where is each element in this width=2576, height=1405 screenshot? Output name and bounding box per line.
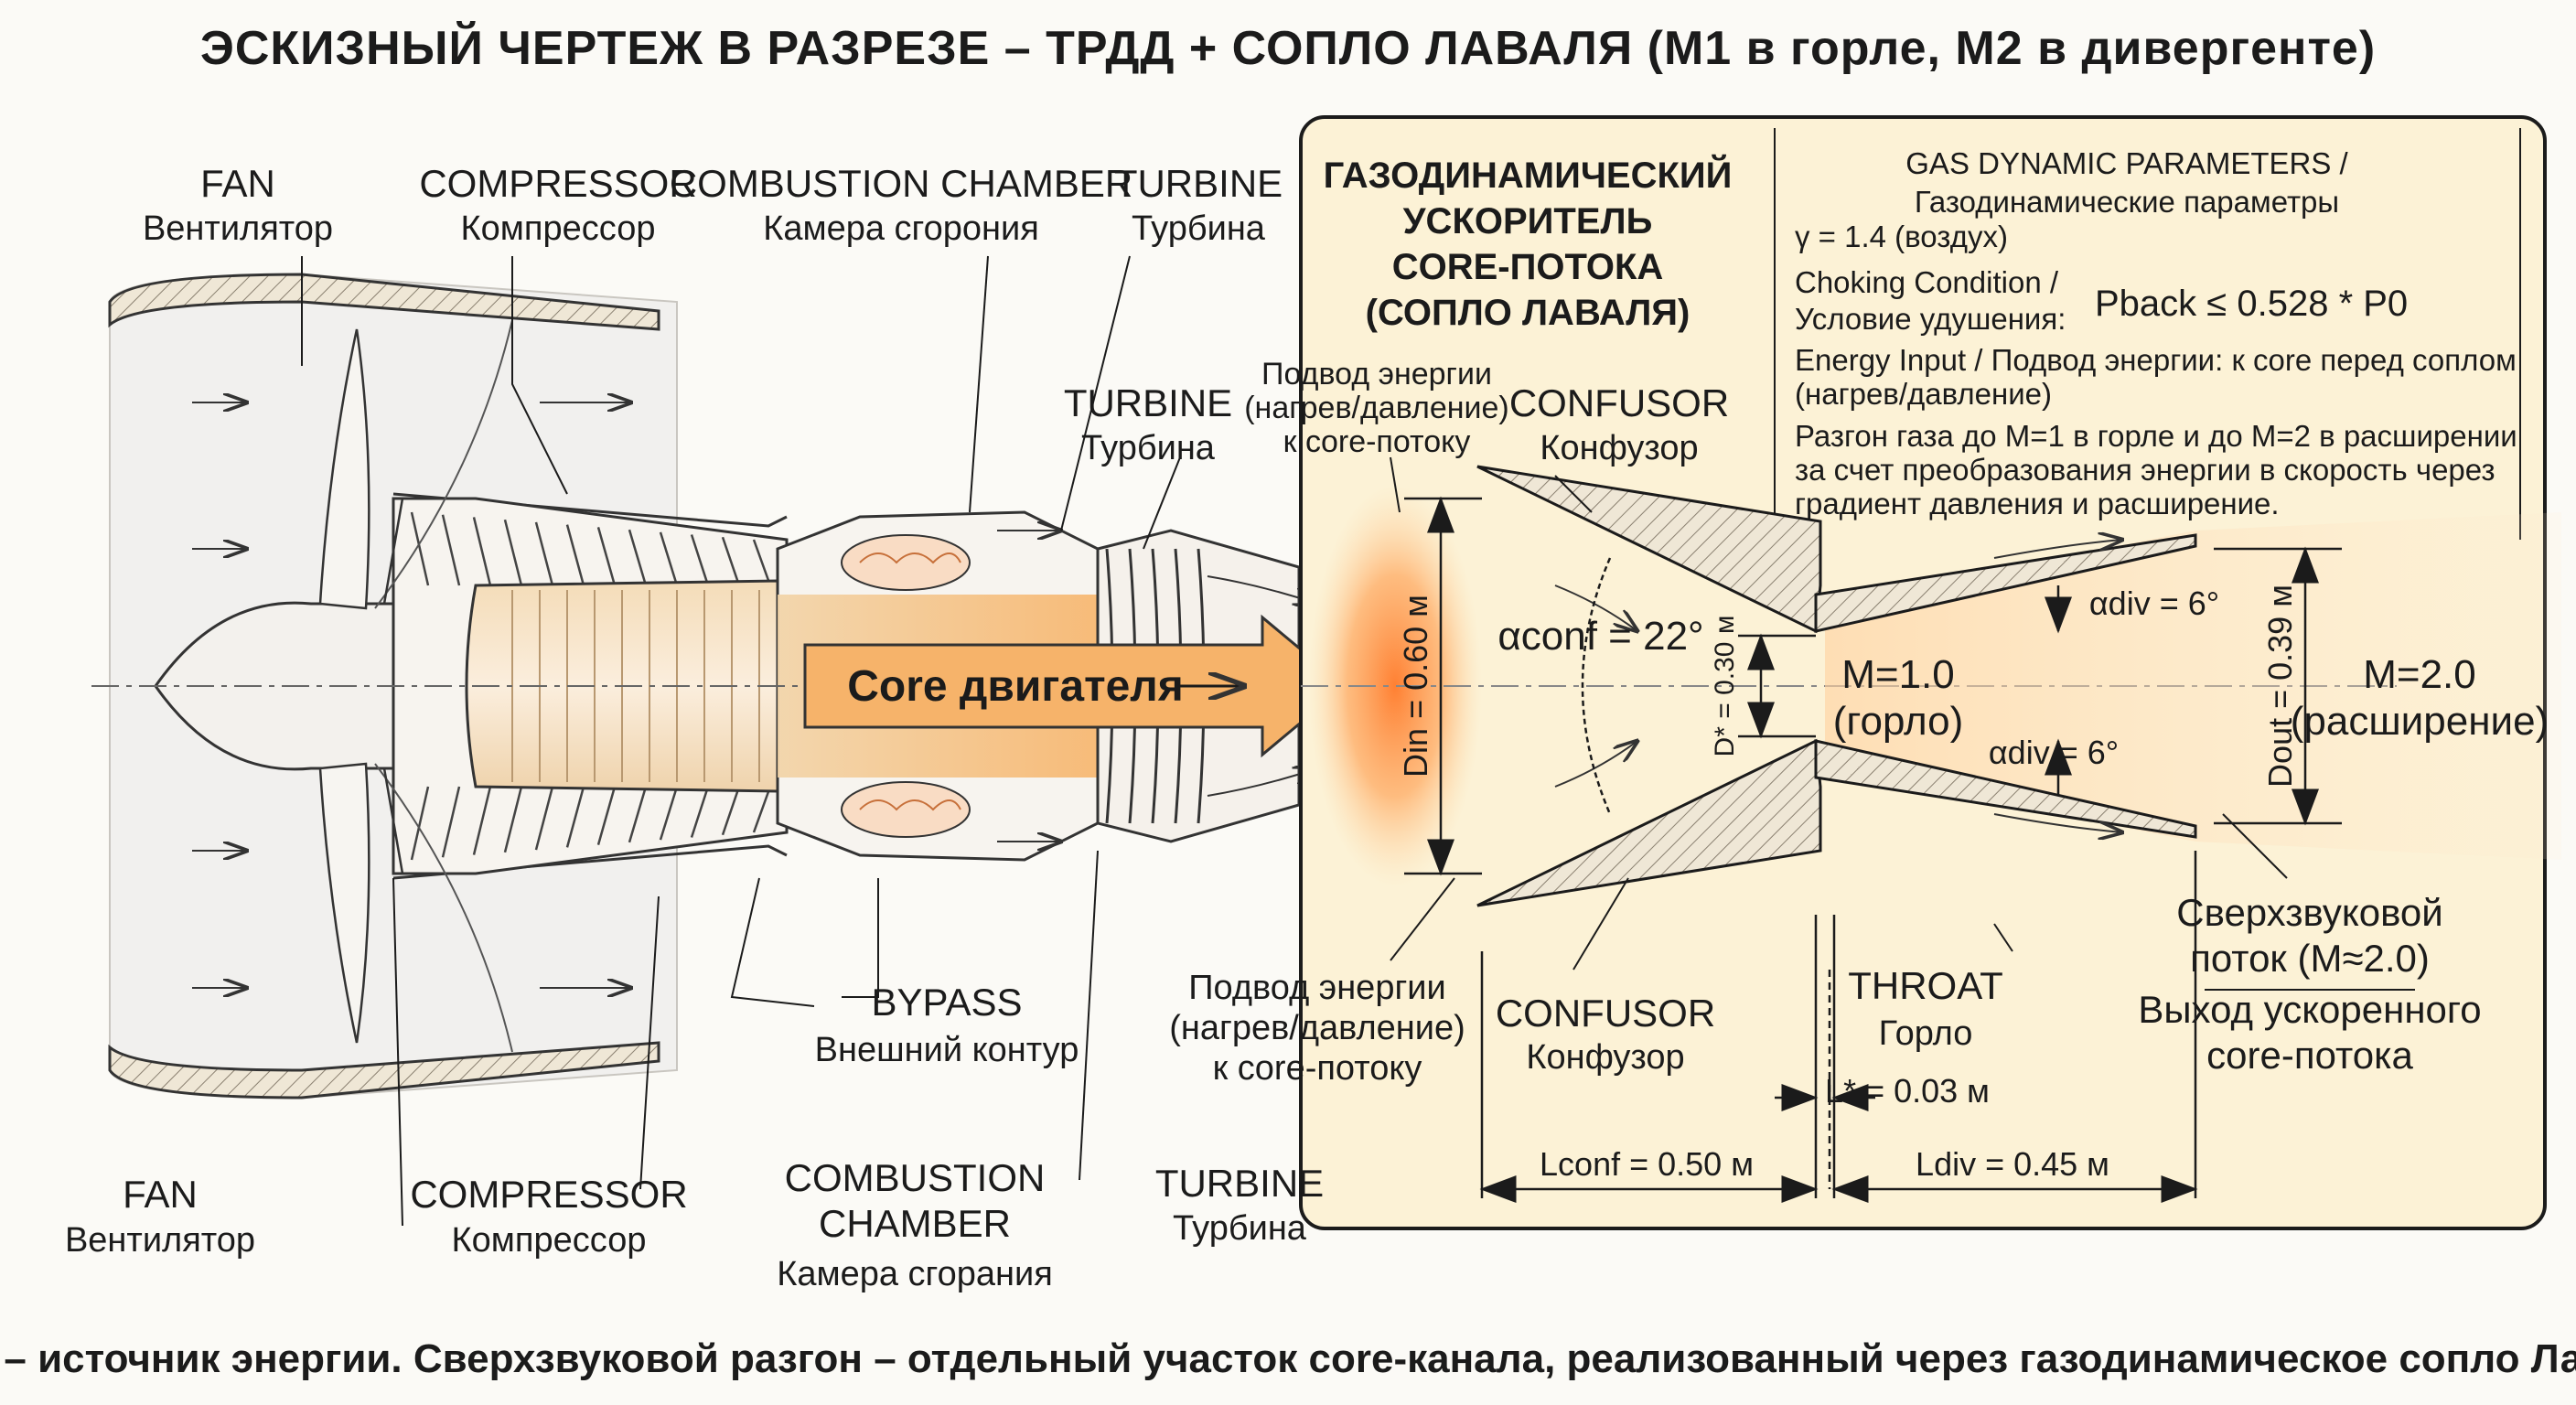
label-confusor-top-ru: Конфузор [1540, 429, 1698, 467]
param-energy-1: Energy Input / Подвод энергии: к core пе… [1795, 343, 2517, 377]
dim-d-star: D* = 0.30 м [1710, 616, 1740, 757]
label-compressor-bottom-ru: Компрессор [452, 1221, 647, 1260]
label-turbine-mid: TURBINE [1064, 381, 1232, 424]
laval-nozzle [1476, 465, 2561, 907]
label-compressor-top-ru: Компрессор [461, 209, 656, 248]
nozzle-heading-1: ГАЗОДИНАМИЧЕСКИЙ [1324, 154, 1733, 196]
label-combustion-bottom-ru: Камера сгорания [777, 1255, 1053, 1293]
label-bypass: BYPASS [872, 981, 1023, 1024]
confusor-wall-top [1476, 465, 1822, 634]
nozzle-heading-3: CORE-ПОТОКА [1392, 247, 1664, 287]
label-confusor-top: CONFUSOR [1509, 381, 1729, 424]
alpha-div-bottom: αdiv = 6° [1989, 734, 2119, 771]
label-confusor-bottom: CONFUSOR [1496, 992, 1715, 1035]
label-compressor-bottom: COMPRESSOR [410, 1173, 687, 1216]
label-turbine-top: TURBINE [1114, 162, 1283, 205]
supersonic-2: поток (M≈2.0) [2190, 937, 2430, 980]
turbofan-engine: Core двигателя [91, 273, 2397, 1099]
param-choking-formula: Pback ≤ 0.528 * P0 [2095, 284, 2408, 324]
param-desc-3: градиент давления и расширение. [1795, 487, 2280, 520]
mach-exit: M=2.0 [2363, 652, 2476, 697]
fan-blade-top [318, 328, 370, 610]
label-energy-bottom-2: (нагрев/давление) [1169, 1009, 1465, 1047]
param-gamma: γ = 1.4 (воздух) [1795, 220, 2008, 253]
label-turbine-bottom: TURBINE [1155, 1162, 1324, 1205]
label-fan-top: FAN [200, 162, 275, 205]
dim-d-in: Din = 0.60 м [1397, 595, 1434, 778]
label-fan-bottom: FAN [123, 1173, 198, 1216]
label-energy-top-2: (нагрев/давление) [1244, 391, 1509, 425]
label-throat-ru: Горло [1879, 1014, 1973, 1053]
alpha-div-top: αdiv = 6° [2089, 585, 2219, 622]
label-combustion-top: COMBUSTION CHAMBER [670, 162, 1132, 205]
dim-d-out: Dout = 0.39 м [2261, 585, 2299, 788]
core-label: Core двигателя [847, 662, 1184, 711]
supersonic-4: core-потока [2206, 1034, 2413, 1077]
fan-blade-bottom [318, 762, 370, 1044]
supersonic-3: Выход ускоренного [2138, 988, 2481, 1031]
divergent-wall-top [1814, 533, 2197, 633]
label-energy-bottom-1: Подвод энергии [1188, 969, 1446, 1007]
page-title: ЭСКИЗНЫЙ ЧЕРТЕЖ В РАЗРЕЗЕ – ТРДД + СОПЛО… [200, 21, 2376, 75]
nacelle-bottom [108, 1041, 660, 1099]
leader-lines [301, 255, 2288, 1227]
mach-throat: M=1.0 [1841, 652, 1955, 697]
label-turbine-mid-ru: Турбина [1081, 429, 1216, 467]
supersonic-1: Сверхзвуковой [2176, 891, 2442, 934]
label-energy-top-3: к core-потоку [1283, 424, 1471, 459]
flame-bottom [841, 781, 971, 838]
alpha-conf: αconf = 22° [1497, 614, 1703, 659]
label-combustion-bottom-2: CHAMBER [819, 1202, 1011, 1245]
label-combustion-bottom-1: COMBUSTION [785, 1156, 1046, 1199]
nacelle-top [108, 273, 660, 331]
divergent-wall-bottom [1814, 739, 2197, 839]
label-bypass-ru: Внешний контур [815, 1031, 1079, 1069]
param-choking-1: Choking Condition / [1795, 265, 2059, 299]
label-throat: THROAT [1848, 964, 2003, 1007]
label-compressor-top: COMPRESSOR [419, 162, 696, 205]
params-header-ru: Газодинамические параметры [1915, 185, 2339, 219]
label-fan-bottom-ru: Вентилятор [65, 1221, 255, 1260]
dim-l-conf: Lconf = 0.50 м [1540, 1145, 1754, 1183]
dimensions [1404, 496, 2342, 1203]
confusor-wall-bottom [1476, 738, 1822, 907]
label-fan-top-ru: Вентилятор [143, 209, 333, 248]
params-header: GAS DYNAMIC PARAMETERS / [1905, 146, 2348, 180]
label-confusor-bottom-ru: Конфузор [1526, 1038, 1684, 1077]
dim-l-star: L* = 0.03 м [1825, 1072, 1990, 1110]
label-turbine-top-ru: Турбина [1132, 209, 1266, 248]
param-choking-2: Условие удушения: [1795, 302, 2066, 336]
label-combustion-top-ru: Камера сгорония [763, 209, 1039, 248]
nozzle-heading-2: УСКОРИТЕЛЬ [1403, 201, 1653, 241]
dim-l-div: Ldiv = 0.45 м [1916, 1145, 2109, 1183]
param-desc-1: Разгон газа до M=1 в горле и до M=2 в ра… [1795, 419, 2517, 453]
label-energy-top-1: Подвод энергии [1261, 357, 1492, 391]
flame-top [841, 534, 971, 591]
footer-note: ТРДД – источник энергии. Сверхзвуковой р… [0, 1336, 2576, 1381]
mach-exit-sub: (расширение) [2291, 699, 2549, 744]
param-energy-2: (нагрев/давление) [1795, 377, 2052, 411]
mach-throat-sub: (горло) [1833, 699, 1963, 744]
nozzle-heading-4: (СОПЛО ЛАВАЛЯ) [1366, 293, 1690, 333]
param-desc-2: за счет преобразования энергии в скорост… [1795, 453, 2496, 487]
label-energy-bottom-3: к core-потоку [1213, 1049, 1422, 1088]
label-turbine-bottom-ru: Турбина [1173, 1209, 1307, 1248]
